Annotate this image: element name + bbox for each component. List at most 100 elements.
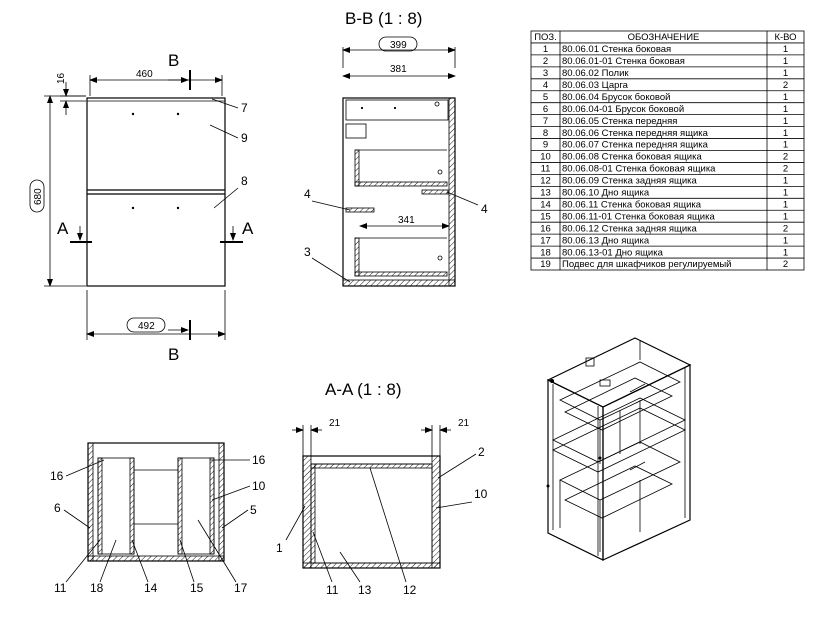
bom-row-qty: 1 (783, 140, 788, 151)
label-aa-p12: 12 (403, 583, 417, 597)
dim-front-width: 460 (136, 69, 153, 80)
bom-row-qty: 2 (783, 223, 788, 234)
bom-row-qty: 1 (783, 235, 788, 246)
section-aa-view: A-A (1 : 8) 16 16 10 6 5 11 18 14 15 17 (50, 380, 488, 597)
label-aa-p18: 18 (90, 581, 104, 595)
bom-row-name: 80.06.13-01 Дно ящика (562, 247, 664, 258)
front-view: 460 16 680 B A A (29, 51, 254, 364)
bom-row-name: 80.06.10 Дно ящика (562, 188, 650, 199)
bom-row-name: 80.06.11-01 Стенка боковая ящика (562, 211, 715, 222)
bom-row-qty: 1 (783, 188, 788, 199)
label-aa-p13: 13 (358, 583, 372, 597)
bom-row-pos: 13 (540, 188, 551, 199)
section-a-left-label: A (57, 219, 69, 238)
front-cabinet-outline (86, 97, 226, 287)
label-aa-p16b: 16 (252, 453, 266, 467)
bom-row-name: 80.06.08 Стенка боковая ящика (562, 152, 702, 163)
dim-aa-right: 21 (458, 418, 470, 429)
dim-front-height-oval (29, 179, 45, 213)
bom-row-qty: 1 (783, 199, 788, 210)
label-aa-p5: 5 (250, 503, 257, 517)
bom-row-pos: 4 (543, 80, 548, 91)
bom-row-name: 80.06.04 Брусок боковой (562, 92, 670, 103)
label-aa-p15: 15 (190, 581, 204, 595)
bom-row-qty: 2 (783, 152, 788, 163)
bom-row-pos: 15 (540, 211, 551, 222)
bom-row-name: 80.06.07 Стенка передняя ящика (562, 140, 709, 151)
label-bb-p4-left: 4 (304, 187, 311, 201)
section-b-bottom-label: B (168, 345, 179, 364)
dim-front-thickness: 16 (56, 72, 67, 84)
bom-row-qty: 1 (783, 68, 788, 79)
bom-row-qty: 2 (783, 259, 788, 270)
bom-row-name: 80.06.12 Стенка задняя ящика (562, 223, 698, 234)
bom-row-pos: 16 (540, 223, 551, 234)
dim-bb-top-oval (378, 36, 418, 52)
bom-row-qty: 2 (783, 164, 788, 175)
label-aa-p16a: 16 (50, 469, 64, 483)
section-bb-title: B-B (1 : 8) (345, 9, 422, 28)
bom-row-name: 80.06.08-01 Стенка боковая ящика (562, 164, 716, 175)
bom-header-name: ОБОЗНАЧЕНИЕ (628, 32, 700, 43)
dim-front-bottom: 492 (138, 321, 155, 332)
bom-row-qty: 1 (783, 211, 788, 222)
bom-row-pos: 6 (543, 104, 548, 115)
bom-row-name: 80.06.02 Полик (562, 68, 629, 79)
bom-row-qty: 1 (783, 116, 788, 127)
bom-row-name: 80.06.01 Стенка боковая (562, 44, 671, 55)
label-p8: 8 (241, 174, 248, 188)
section-b-top-label: B (168, 51, 179, 70)
bom-row-pos: 10 (540, 152, 551, 163)
label-bb-p4-right: 4 (481, 202, 488, 216)
label-aa-p11-left: 11 (54, 581, 67, 595)
bom-row-name: 80.06.09 Стенка задняя ящика (562, 176, 698, 187)
bom-row-qty: 2 (783, 80, 788, 91)
label-bb-p3: 3 (304, 245, 311, 259)
dim-bb-top: 399 (390, 40, 407, 51)
bom-row-pos: 3 (543, 68, 548, 79)
section-a-right-label: A (242, 219, 254, 238)
bom-row-qty: 1 (783, 44, 788, 55)
section-bb-view: B-B (1 : 8) 399 381 341 (304, 9, 488, 287)
bom-row-pos: 18 (540, 247, 551, 258)
bom-row-name: 80.06.11 Стенка боковая ящика (562, 199, 702, 210)
bom-row-qty: 1 (783, 104, 788, 115)
bom-row-pos: 12 (540, 176, 551, 187)
bom-row-pos: 14 (540, 199, 551, 210)
dim-front-bottom-oval (126, 317, 166, 333)
bom-row-name: Подвес для шкафчиков регулируемый (562, 259, 732, 270)
isometric-view (546, 337, 692, 561)
bom-row-name: 80.06.06 Стенка передняя ящика (562, 128, 709, 139)
label-aa-p2: 2 (478, 445, 485, 459)
label-p7: 7 (241, 101, 248, 115)
bom-row-pos: 1 (543, 44, 548, 55)
label-aa-p6: 6 (54, 501, 61, 515)
bom-row-qty: 1 (783, 92, 788, 103)
label-aa-p17: 17 (234, 581, 248, 595)
label-p9: 9 (241, 131, 248, 145)
bom-row-qty: 1 (783, 56, 788, 67)
bom-row-pos: 7 (543, 116, 548, 127)
bom-row-name: 80.06.04-01 Брусок боковой (562, 104, 684, 115)
bom-row-pos: 19 (540, 259, 551, 270)
bom-row-name: 80.06.03 Царга (562, 80, 629, 91)
bom-row-name: 80.06.05 Стенка передняя (562, 116, 677, 127)
dim-bb-drawer: 341 (398, 215, 415, 226)
label-aa-p11-right: 11 (326, 583, 339, 597)
bom-row-pos: 9 (543, 140, 548, 151)
bom-row-qty: 1 (783, 128, 788, 139)
bom-row-qty: 1 (783, 176, 788, 187)
label-aa-p1: 1 (276, 541, 283, 555)
section-aa-title: A-A (1 : 8) (325, 380, 402, 399)
label-aa-p14: 14 (144, 581, 158, 595)
bom-row-name: 80.06.01-01 Стенка боковая (562, 56, 685, 67)
bom-row-pos: 2 (543, 56, 548, 67)
bom-row-qty: 1 (783, 247, 788, 258)
dim-bb-width: 381 (390, 64, 407, 75)
bom-row-pos: 5 (543, 92, 548, 103)
bom-header-qty: К-ВО (774, 32, 796, 43)
bom-row-name: 80.06.13 Дно ящика (562, 235, 650, 246)
dim-aa-left: 21 (329, 418, 341, 429)
bom-row-pos: 8 (543, 128, 548, 139)
